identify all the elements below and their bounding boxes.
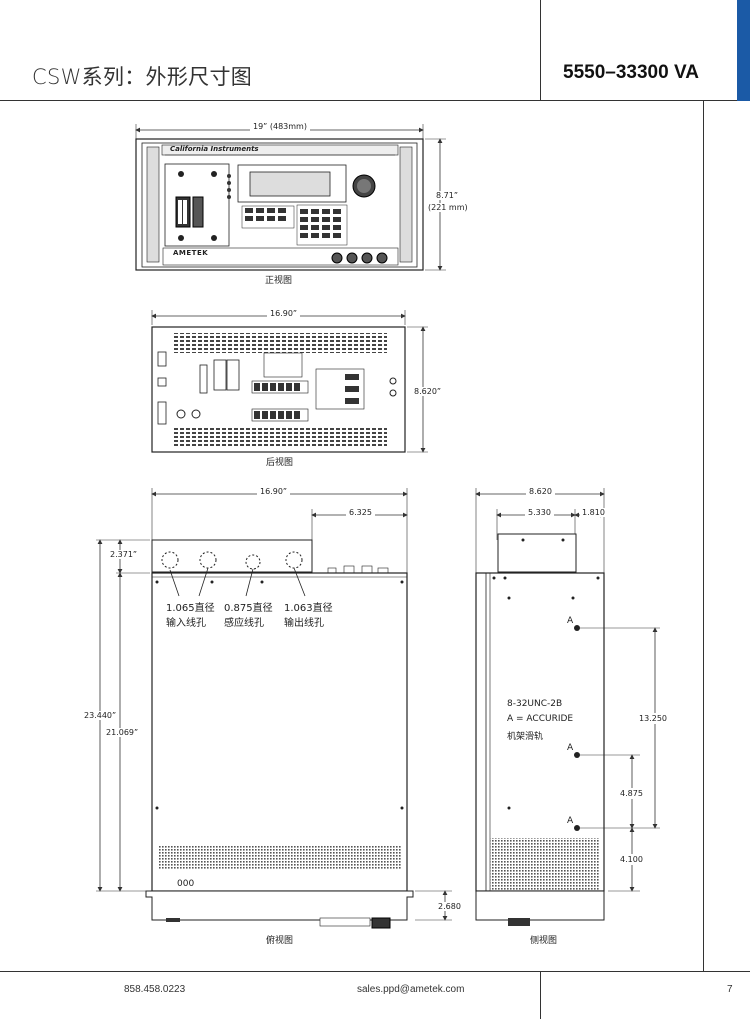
rear-width-label: 16.90” [267, 309, 301, 318]
sense-hole-name: 感应线孔 [224, 618, 264, 629]
ametek-logo: AMETEK [173, 249, 209, 257]
dim-2371-label: 2.371” [108, 550, 140, 559]
front-handle [145, 890, 414, 921]
marker-a2: A [567, 743, 574, 753]
front-height-label-1: 8.71” [434, 191, 460, 200]
offset-label: 6.325 [346, 508, 375, 517]
header-divider [540, 0, 541, 100]
top-vent-mesh [158, 845, 402, 869]
marker-a3: A [567, 816, 574, 826]
numeric-keypad [296, 204, 348, 246]
rear-height-label: 8.620” [412, 387, 444, 396]
dim-4100-label: 4.100 [618, 854, 645, 865]
front-width-label: 19” (483mm) [250, 122, 310, 131]
top-width-label: 16.90” [257, 487, 291, 496]
side-vent-mesh [490, 838, 600, 890]
mount-hole-a2 [574, 752, 580, 758]
right-margin-rule [703, 100, 704, 971]
input-hole-size: 1.065直径 [166, 603, 215, 614]
footer-rule [0, 971, 750, 972]
rail-note: 机架滑轨 [507, 732, 544, 742]
top-view-caption: 俯视图 [266, 936, 294, 946]
section-tab [737, 0, 750, 101]
front-view [135, 124, 446, 271]
right-rack-ear [399, 146, 413, 263]
marker-a1: A [567, 616, 574, 626]
left-rack-ear [146, 146, 160, 263]
side-view-caption: 侧视图 [530, 936, 558, 946]
output-hole-name: 输出线孔 [284, 618, 324, 629]
side-width-label: 8.620 [526, 487, 555, 496]
sense-hole [245, 554, 261, 570]
serial-label: 000 [177, 879, 195, 889]
page-number: 7 [727, 984, 733, 995]
output-connector [331, 252, 343, 264]
dim-23440-label: 23.440” [82, 711, 119, 720]
output-hole-size: 1.063直径 [284, 603, 333, 614]
dim-1810-label: 1.810 [580, 508, 607, 517]
top-view [96, 488, 452, 929]
terminal-block-tb3 [251, 408, 309, 422]
rear-view-caption: 后视图 [266, 458, 294, 468]
sense-hole-size: 0.875直径 [224, 603, 273, 614]
rear-view [151, 310, 428, 453]
dim-2680-label: 2.680 [436, 902, 463, 911]
mount-hole-a1 [574, 625, 580, 631]
left-keypad [241, 205, 295, 229]
footer-email[interactable]: sales.ppd@ametek.com [357, 984, 465, 995]
mount-hole-a3 [574, 825, 580, 831]
front-view-caption: 正视图 [265, 276, 293, 286]
header-rule [0, 100, 737, 101]
thread-note: 8-32UNC-2B [507, 699, 563, 709]
brand-label: California Instruments [170, 145, 259, 153]
rear-top-vents [172, 333, 387, 353]
dim-4875-label: 4.875 [618, 788, 645, 799]
accuride-note: A = ACCURIDE [507, 714, 574, 724]
dim-13250-label: 13.250 [637, 713, 669, 724]
input-hole-name: 输入线孔 [166, 618, 206, 629]
dim-5330-label: 5.330 [525, 508, 554, 517]
footer-divider [540, 971, 541, 1019]
page-title: CSW系列：外形尺寸图 [32, 65, 253, 89]
db-connector [157, 401, 167, 425]
side-view [475, 488, 660, 926]
rear-bottom-vents [172, 427, 387, 447]
front-height-label-2: (221 mm) [426, 203, 470, 212]
terminal-block-tb2 [251, 380, 309, 394]
top-chassis [151, 572, 408, 892]
dim-21069-label: 21.069” [104, 728, 141, 737]
input-hole [161, 551, 179, 569]
lcd-display [249, 171, 331, 197]
power-range: 5550–33300 VA [563, 62, 699, 83]
footer-phone: 858.458.0223 [124, 984, 186, 995]
